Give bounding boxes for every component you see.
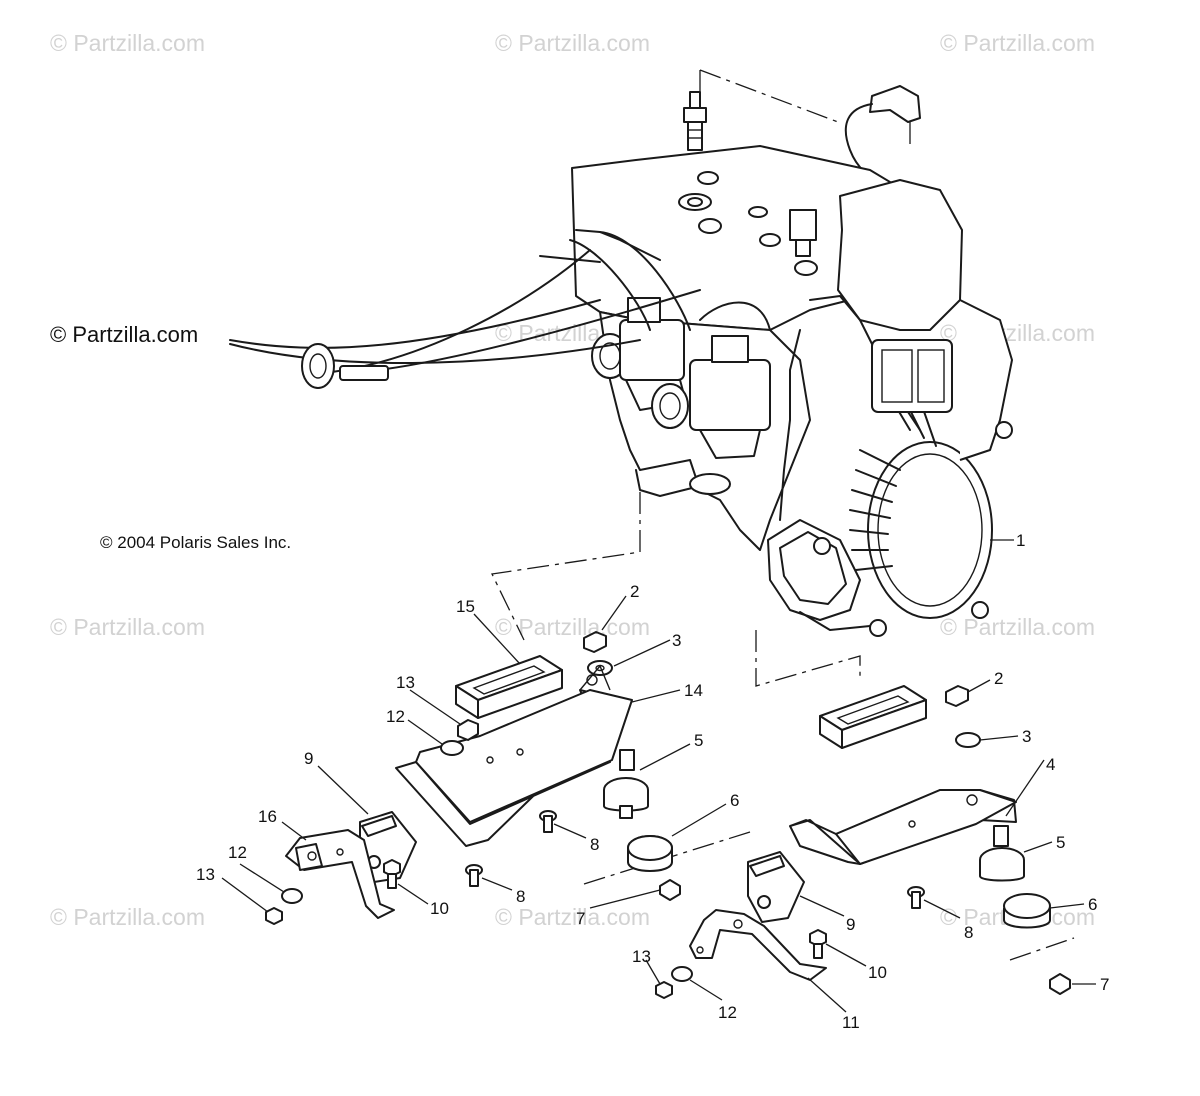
callout-8: 8 <box>964 923 973 942</box>
part-8-bolt <box>465 864 483 887</box>
part-3-washer <box>587 660 613 676</box>
callout-labels: 1 2 3 15 14 13 12 9 5 6 8 16 12 13 10 8 … <box>196 531 1109 1032</box>
part-12-washer <box>281 888 303 904</box>
part-14-mount-bracket <box>395 664 633 847</box>
part-2-nut <box>583 631 607 653</box>
part-8-bolt <box>539 810 557 833</box>
callout-13: 13 <box>396 673 415 692</box>
callout-15: 15 <box>456 597 475 616</box>
part-5-rubber-mount <box>603 749 649 819</box>
callout-11: 11 <box>842 1013 860 1032</box>
part-10-bolt <box>383 859 401 889</box>
part-10-bolt <box>809 929 827 959</box>
callout-4: 4 <box>1046 755 1055 774</box>
part-5-rubber-mount <box>979 825 1025 882</box>
part-8-bolt <box>907 886 925 909</box>
part-9-snubber <box>359 811 417 883</box>
part-13-nut <box>655 981 673 999</box>
callout-14: 14 <box>684 681 703 700</box>
part-6-spacer <box>1003 893 1051 929</box>
part-6-spacer <box>627 835 673 872</box>
copyright-notice: © 2004 Polaris Sales Inc. <box>100 533 291 552</box>
callout-8: 8 <box>516 887 525 906</box>
callout-12: 12 <box>228 843 247 862</box>
callout-13: 13 <box>632 947 651 966</box>
watermark: © Partzilla.com <box>495 614 650 640</box>
callout-3: 3 <box>672 631 681 650</box>
callout-10: 10 <box>430 899 449 918</box>
watermark: © Partzilla.com <box>940 30 1095 56</box>
callout-2: 2 <box>630 582 639 601</box>
part-2-nut <box>945 685 969 707</box>
callout-13: 13 <box>196 865 215 884</box>
callout-12: 12 <box>386 707 405 726</box>
callout-5: 5 <box>694 731 703 750</box>
part-11-bracket <box>689 909 827 981</box>
part-13-nut <box>457 719 479 741</box>
part-16-bracket <box>285 829 395 919</box>
part-15-slotted-spacer <box>819 685 927 749</box>
watermark: © Partzilla.com <box>50 614 205 640</box>
part-9-snubber <box>747 851 805 923</box>
callout-7: 7 <box>1100 975 1109 994</box>
callout-6: 6 <box>730 791 739 810</box>
part-13-nut <box>265 907 283 925</box>
callout-9: 9 <box>846 915 855 934</box>
part-15-slotted-spacer <box>455 655 563 719</box>
watermark: © Partzilla.com <box>50 30 205 56</box>
part-7-nut <box>659 879 681 901</box>
callout-10: 10 <box>868 963 887 982</box>
leader-lines <box>221 539 1096 1013</box>
carburetor-right <box>651 335 771 459</box>
callout-16: 16 <box>258 807 277 826</box>
watermark: © Partzilla.com <box>50 904 205 930</box>
callout-12: 12 <box>718 1003 737 1022</box>
callout-3: 3 <box>1022 727 1031 746</box>
callout-7: 7 <box>576 909 585 928</box>
brand-label: © Partzilla.com <box>50 322 198 347</box>
part-12-washer <box>671 966 693 982</box>
callout-1: 1 <box>1016 531 1025 550</box>
part-7-nut <box>1049 973 1071 995</box>
part-3-washer <box>955 732 981 748</box>
part-4-mount-bracket <box>789 789 1017 865</box>
spark-plug <box>683 91 707 151</box>
watermark: © Partzilla.com <box>940 614 1095 640</box>
watermark: © Partzilla.com <box>495 904 650 930</box>
watermark: © Partzilla.com <box>495 30 650 56</box>
engine-assembly <box>229 69 1013 637</box>
callout-6: 6 <box>1088 895 1097 914</box>
callout-9: 9 <box>304 749 313 768</box>
callout-8: 8 <box>590 835 599 854</box>
callout-5: 5 <box>1056 833 1065 852</box>
callout-2: 2 <box>994 669 1003 688</box>
part-12-washer <box>440 740 464 756</box>
